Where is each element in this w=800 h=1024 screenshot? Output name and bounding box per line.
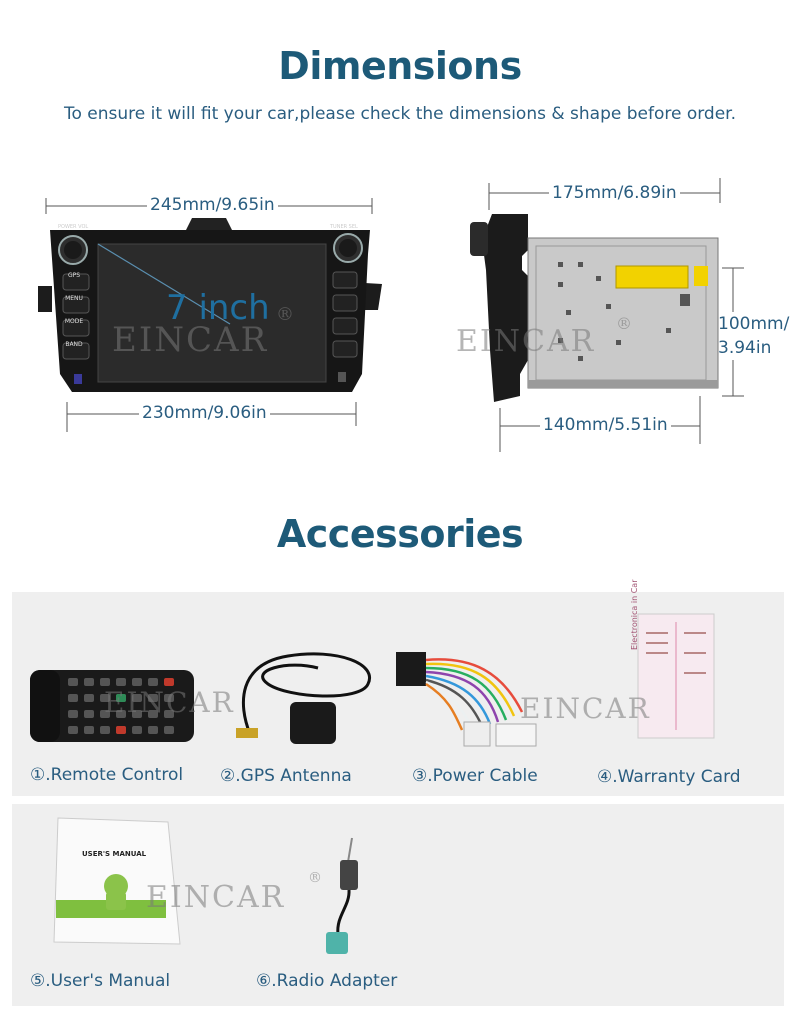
watermark-accessories-1: EINCAR: [104, 686, 235, 719]
power-vol-label: POWER VOL: [58, 224, 89, 230]
radio-adapter-image: [326, 837, 358, 954]
gps-antenna-image: [236, 652, 372, 744]
button-menu: MENU: [65, 295, 83, 302]
users-manual-image: [53, 817, 181, 945]
side-height-line2: 3.94in: [718, 338, 772, 358]
caption-radio-adapter: ⑥.Radio Adapter: [256, 971, 398, 991]
tuner-sel-label: TUNER SEL: [330, 224, 358, 230]
side-height-label: 100mm/ 3.94in: [715, 312, 793, 360]
caption-power-cable: ③.Power Cable: [412, 766, 538, 786]
head-unit-side: [470, 214, 719, 402]
caption-gps-antenna: ②.GPS Antenna: [220, 766, 352, 786]
dimensions-title: Dimensions: [278, 44, 522, 88]
remote-control-image: [30, 670, 194, 742]
head-unit-front: [38, 218, 382, 392]
button-mode: MODE: [64, 318, 84, 325]
manual-cover-text: USER'S MANUAL: [82, 850, 147, 858]
watermark-mark-accessories: ®: [308, 870, 324, 886]
dimensions-subtitle: To ensure it will fit your car,please ch…: [63, 104, 737, 124]
caption-users-manual: ⑤.User's Manual: [30, 971, 171, 991]
watermark-mark-side: ®: [616, 314, 634, 333]
screen-size-label: 7 inch: [166, 288, 270, 328]
watermark-accessories-2: EINCAR: [520, 692, 651, 725]
side-depth-top-label: 175mm/6.89in: [549, 183, 680, 203]
caption-warranty-card: ④.Warranty Card: [597, 767, 741, 787]
power-cable-image: [396, 652, 537, 747]
accessories-title: Accessories: [276, 512, 524, 556]
watermark-side: EINCAR: [456, 324, 596, 359]
watermark-front: EINCAR: [112, 320, 269, 360]
warranty-card-image: [637, 613, 715, 739]
caption-remote-control: ①.Remote Control: [30, 765, 184, 785]
warranty-card-text: Electronica in Car: [630, 579, 639, 651]
watermark-accessories-3: EINCAR: [146, 880, 286, 915]
side-depth-bottom-label: 140mm/5.51in: [540, 415, 671, 435]
button-band: BAND: [65, 341, 83, 348]
front-width-bottom-label: 230mm/9.06in: [139, 403, 270, 423]
button-gps: GPS: [67, 272, 81, 279]
watermark-mark-front: ®: [276, 304, 296, 325]
side-height-line1: 100mm/: [718, 314, 790, 334]
front-width-top-label: 245mm/9.65in: [147, 195, 278, 215]
